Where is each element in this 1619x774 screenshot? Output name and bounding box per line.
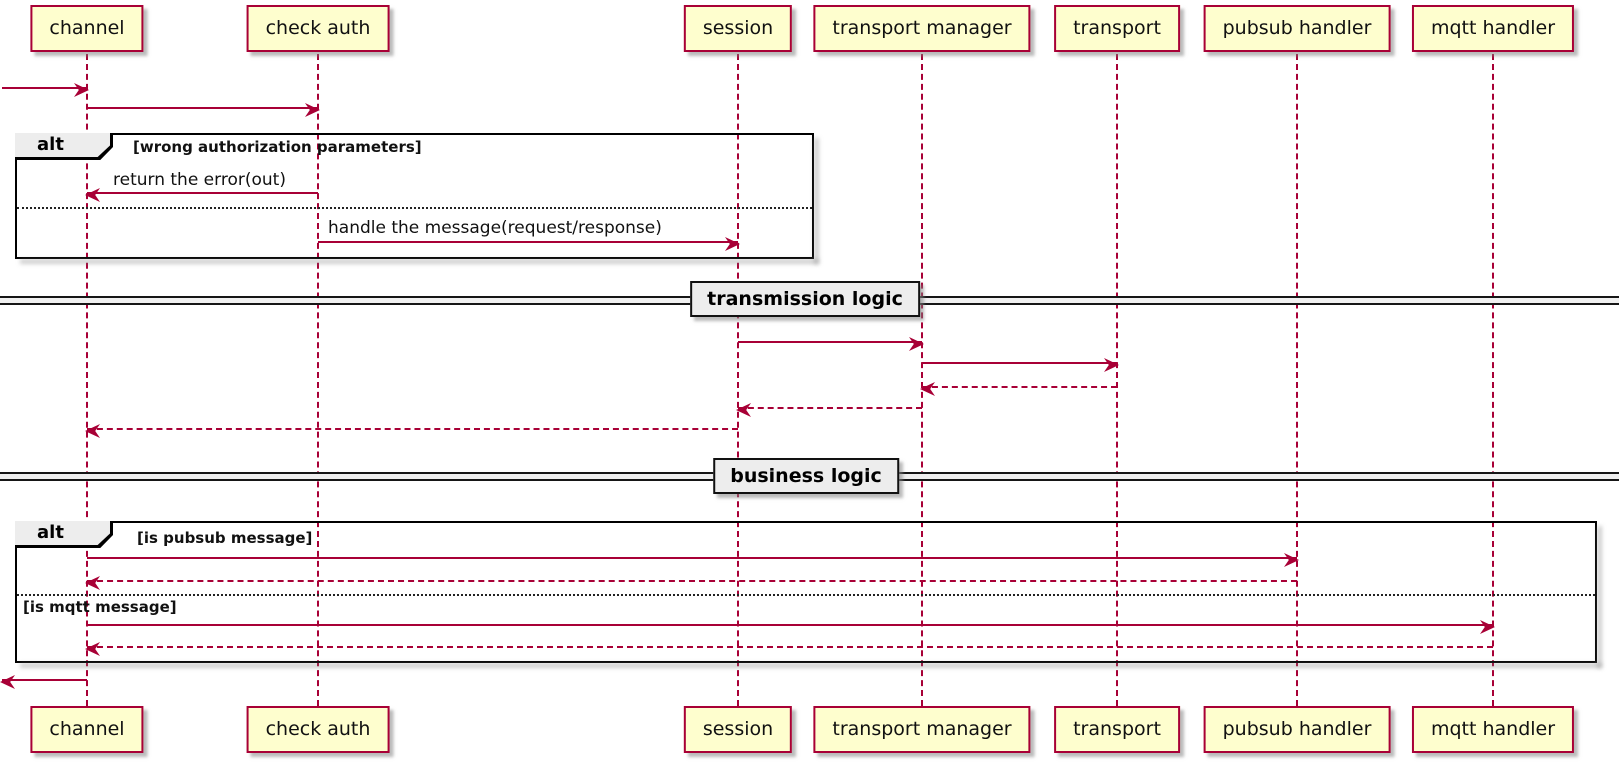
participant-top-check-auth: check auth xyxy=(246,5,390,52)
guard-label: [wrong authorization parameters] xyxy=(133,138,422,156)
participant-bottom-channel: channel xyxy=(30,706,144,753)
lifeline-transport xyxy=(1116,54,1118,706)
participant-bottom-transport-manager: transport manager xyxy=(813,706,1031,753)
lifeline-mqtt-handler xyxy=(1492,54,1494,706)
arrowhead-icon xyxy=(0,675,15,689)
lifeline-check-auth xyxy=(317,54,319,706)
alt-operator-label: alt xyxy=(37,134,64,155)
lifeline-pubsub-handler xyxy=(1296,54,1298,706)
else-divider xyxy=(17,594,1595,596)
message-left-edge-to-channel xyxy=(2,83,89,97)
participant-bottom-session: session xyxy=(683,706,793,753)
message-mqtt-handler-to-channel xyxy=(85,642,1493,656)
guard-label: [is pubsub message] xyxy=(137,529,313,547)
message-pubsub-handler-to-channel xyxy=(85,576,1297,590)
alt-frame: alt xyxy=(15,521,1597,663)
alt-operator-label: alt xyxy=(37,522,64,543)
participant-bottom-pubsub-handler: pubsub handler xyxy=(1203,706,1391,753)
message-session-to-channel xyxy=(85,424,738,438)
message-label: handle the message(request/response) xyxy=(328,218,662,238)
alt-operator-tab-fill xyxy=(15,133,110,157)
alt-operator-tab-fill xyxy=(15,521,110,545)
participant-top-transport: transport xyxy=(1054,5,1180,52)
message-label: return the error(out) xyxy=(113,170,286,190)
message-transport-manager-to-transport xyxy=(922,358,1119,372)
alt-frame: alt xyxy=(15,133,814,259)
message-channel-to-mqtt-handler xyxy=(87,620,1495,634)
participant-bottom-mqtt-handler: mqtt handler xyxy=(1411,706,1575,753)
else-guard-label: [is mqtt message] xyxy=(23,598,177,616)
message-channel-to-pubsub-handler xyxy=(87,553,1299,567)
participant-top-transport-manager: transport manager xyxy=(813,5,1031,52)
participant-top-mqtt-handler: mqtt handler xyxy=(1411,5,1575,52)
section-divider-label: business logic xyxy=(713,458,899,494)
participant-bottom-transport: transport xyxy=(1054,706,1180,753)
participant-top-pubsub-handler: pubsub handler xyxy=(1203,5,1391,52)
lifeline-session xyxy=(737,54,739,706)
else-divider xyxy=(17,207,812,209)
message-channel-to-check-auth xyxy=(87,103,320,117)
participant-top-session: session xyxy=(683,5,793,52)
alt-operator-tab: alt xyxy=(15,133,113,160)
message-check-auth-to-session xyxy=(318,237,740,251)
message-transport-to-transport-manager xyxy=(920,382,1117,396)
participant-bottom-check-auth: check auth xyxy=(246,706,390,753)
message-check-auth-to-channel xyxy=(85,188,318,202)
participant-top-channel: channel xyxy=(30,5,144,52)
section-divider-label: transmission logic xyxy=(690,281,920,317)
message-channel-to-left-edge xyxy=(0,675,87,689)
message-transport-manager-to-session xyxy=(736,403,922,417)
alt-operator-tab: alt xyxy=(15,521,113,548)
lifeline-transport-manager xyxy=(921,54,923,706)
lifeline-channel xyxy=(86,54,88,706)
message-session-to-transport-manager xyxy=(738,337,924,351)
